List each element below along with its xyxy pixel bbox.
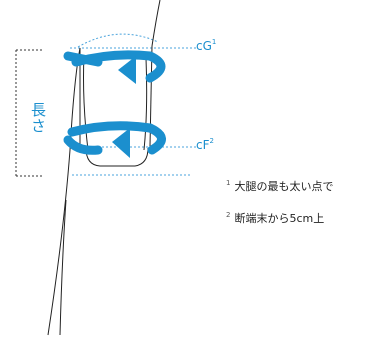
- footnote-2-text: 断端末から5cm上: [234, 212, 325, 225]
- length-label: 長さ: [29, 102, 47, 134]
- footnote-2-mark: 2: [226, 211, 231, 219]
- lower-circumference-arrow: [63, 121, 166, 158]
- cg-text: cG: [196, 39, 212, 53]
- residual-limb-outline: [47, 0, 161, 336]
- cf-label: cF2: [196, 137, 214, 152]
- footnote-1-text: 大腿の最も太い点で: [234, 180, 334, 193]
- footnote-1-mark: 1: [226, 179, 231, 187]
- cg-label: cG1: [196, 38, 216, 53]
- cg-footnote-mark: 1: [211, 38, 217, 46]
- cf-footnote-mark: 2: [209, 137, 214, 145]
- cf-text: cF: [196, 138, 210, 152]
- upper-circumference-arrow: [63, 50, 166, 84]
- length-bracket: [15, 49, 42, 177]
